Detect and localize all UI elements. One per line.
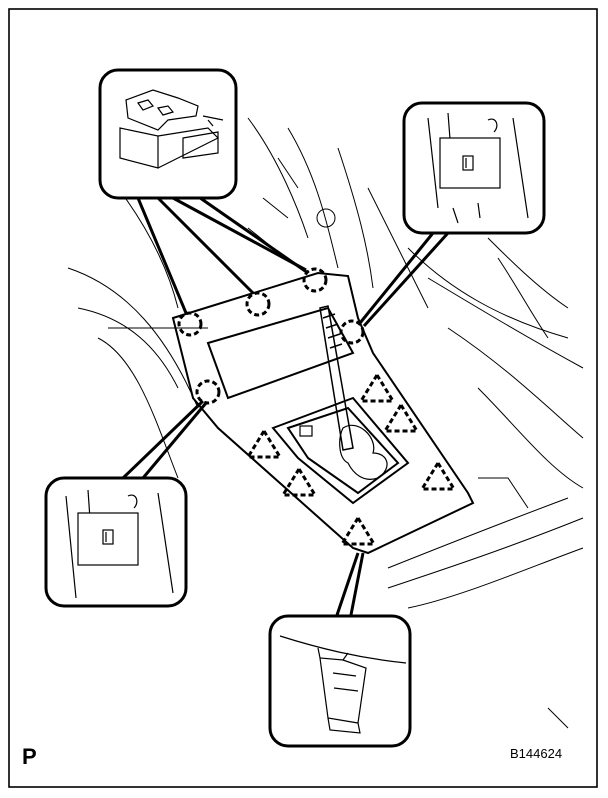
callout-clip-detail-top	[98, 68, 238, 200]
console-panel	[171, 271, 475, 555]
clip-marker-1	[177, 311, 203, 337]
dashboard-outline	[67, 117, 584, 729]
claw-marker-6	[339, 515, 377, 546]
figure-id: B144624	[510, 746, 563, 761]
callout-clip-seat-right	[402, 101, 546, 235]
callout-leaders	[121, 191, 450, 621]
callout-claw-detail	[268, 614, 412, 748]
claw-marker-3	[245, 428, 283, 459]
claw-marker-1	[358, 372, 396, 403]
clip-marker-3	[302, 267, 328, 293]
shift-gate	[339, 424, 388, 480]
clip-marker-2	[245, 291, 271, 317]
diagram-frame	[8, 8, 598, 788]
indicator-window	[299, 425, 313, 437]
corner-label: P	[22, 744, 37, 769]
clip-marker-4	[339, 319, 365, 345]
claw-marker-2	[382, 402, 420, 433]
claw-markers	[245, 372, 457, 546]
callout-clip-seat-left	[44, 476, 188, 608]
border	[8, 8, 598, 788]
clip-markers	[177, 267, 365, 405]
shift-lever	[319, 305, 354, 451]
clip-marker-5	[195, 379, 221, 405]
